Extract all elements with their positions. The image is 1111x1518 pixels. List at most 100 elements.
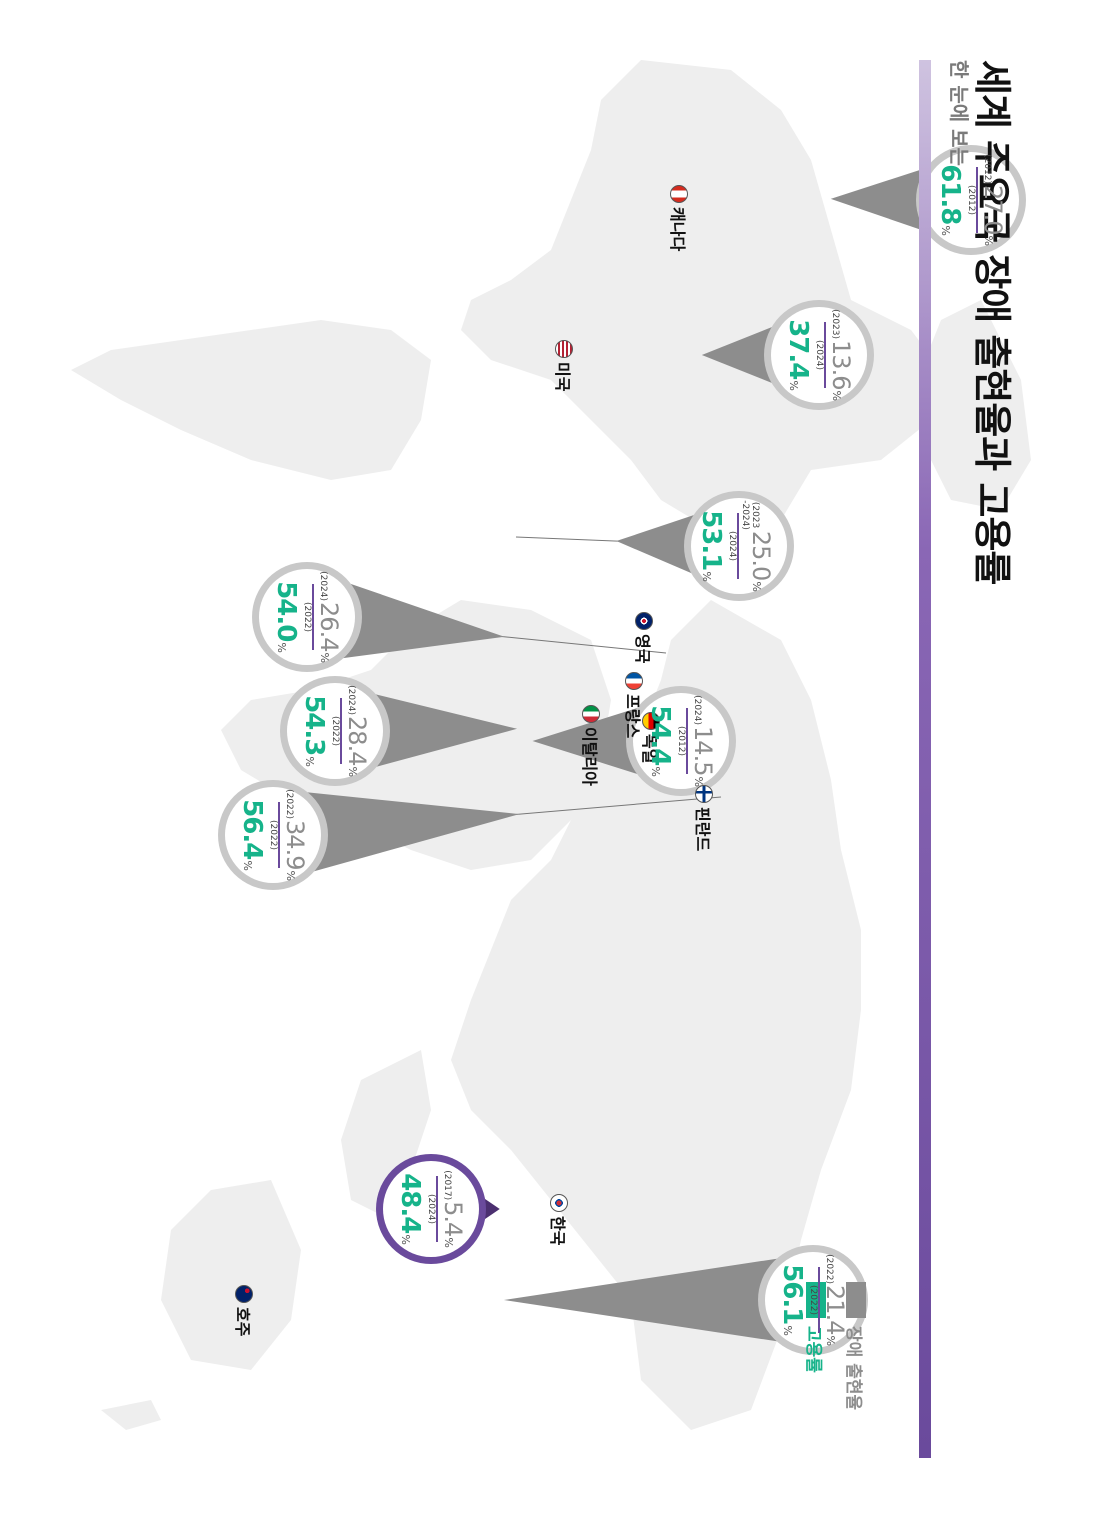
pin-cone [269,788,520,882]
pin-uk [515,491,794,601]
country-label-uk: 영국 [632,612,656,663]
pin-face [259,569,355,665]
pin-values: (2023 -2024)25.0%(2024)53.1% [696,500,777,592]
country-name: 한국 [548,1216,567,1246]
prevalence-value: 14.5 [689,726,717,776]
south-america-shape [71,320,431,480]
employment-value: 37.4 [783,319,813,380]
pin-finland [218,780,722,890]
pin-face [225,787,321,883]
prevalence-year: (2024) [318,571,328,602]
pin-face [771,307,867,403]
australia-shape [161,1180,301,1370]
value-divider [737,513,739,579]
prevalence-value: 27.0 [979,185,1007,235]
pin-face [287,683,383,779]
percent-sign: % [781,1325,794,1336]
france-flag-icon [625,672,643,690]
prevalence-value: 21.4 [821,1285,849,1335]
country-label-canada: 캐나다 [667,185,691,251]
pin-korea [376,1154,500,1264]
pin-face [923,152,1019,248]
percent-sign: % [241,860,254,871]
prevalence-year: (2024) [346,685,356,716]
pin-canada [830,145,1026,255]
pin-values: (2024)28.4%(2022)54.3% [293,685,373,777]
employment-value: 61.8 [935,164,965,225]
value-divider [824,322,826,388]
employment-value: 54.3 [299,695,329,756]
prevalence-year: (2023 -2024) [740,500,760,530]
value-divider [686,708,688,774]
percent-sign: % [982,235,995,246]
employment-value: 56.4 [237,799,267,860]
employment-value: 48.4 [395,1173,425,1234]
percent-sign: % [442,1237,455,1248]
pin-face [383,1161,479,1257]
canada-flag-icon [670,185,688,203]
percent-sign: % [939,225,952,236]
value-divider [818,1267,820,1333]
employment-year: (2012) [966,185,976,215]
pin-values: (2017)5.4%(2024)48.4% [389,1169,469,1249]
country-name: 영국 [633,634,652,664]
new-zealand-shape [101,1400,161,1430]
employment-year: (2022) [302,602,312,632]
page-title: 세계 주요국 장애 출현율과 고용률 [970,60,1014,585]
prevalence-year: (2022) [284,789,294,820]
prevalence-year: (2023) [830,309,840,340]
percent-sign: % [303,756,316,767]
employment-value: 53.1 [696,510,726,571]
prevalence-value: 25.0 [747,530,775,581]
percent-sign: % [346,766,359,777]
pin-values: (2024)14.5%(2012)54.4% [639,695,719,787]
employment-value: 56.1 [777,1264,807,1325]
pin-cone [503,1253,813,1347]
pin-germany [280,676,518,786]
southeast-asia-shape [341,1050,431,1220]
percent-sign: % [787,380,800,391]
pin-values: (2023)13.6%(2024)37.4% [777,309,857,401]
employment-year: (2022) [808,1285,818,1315]
prevalence-year: (2017) [442,1170,452,1201]
country-label-australia: 호주 [232,1285,256,1336]
percent-sign: % [284,870,297,881]
pin-values: (2022)21.4%(2022)56.1% [771,1254,851,1346]
italy-flag-icon [582,705,600,723]
uk-flag-icon [635,612,653,630]
prevalence-year: (2022) [824,1254,834,1285]
title-accent-bar [919,60,931,1458]
country-label-usa: 미국 [552,340,576,391]
percent-sign: % [824,1335,837,1346]
country-name: 호주 [233,1307,252,1337]
country-label-finland: 핀란드 [692,785,716,851]
north-america-shape [461,60,941,530]
prevalence-year: (2012) [982,154,992,185]
country-name: 이탈리아 [580,727,599,786]
pin-values: (2012)27.0%(2012)61.8% [929,154,1009,246]
pin-face [691,498,787,594]
percent-sign: % [318,652,331,663]
prevalence-value: 34.9 [281,820,309,870]
prevalence-value: 26.4 [315,602,343,652]
pin-values: (2024)26.4%(2022)54.0% [265,571,345,663]
country-name: 핀란드 [693,807,712,852]
eurasia-shape [451,600,861,1430]
percent-sign: % [700,571,713,582]
usa-flag-icon [555,340,573,358]
pin-france [252,562,667,672]
value-divider [436,1176,438,1242]
australia-flag-icon [235,1285,253,1303]
prevalence-value: 13.6 [827,340,855,390]
korea-flag-icon [550,1194,568,1212]
value-divider [340,698,342,764]
employment-year: (2024) [814,340,824,370]
country-label-korea: 한국 [547,1194,571,1245]
greenland-shape [921,300,1031,510]
employment-year: (2012) [676,726,686,756]
percent-sign: % [399,1234,412,1245]
percent-sign: % [649,766,662,777]
employment-year: (2024) [727,531,737,561]
country-label-italy: 이탈리아 [579,705,603,786]
